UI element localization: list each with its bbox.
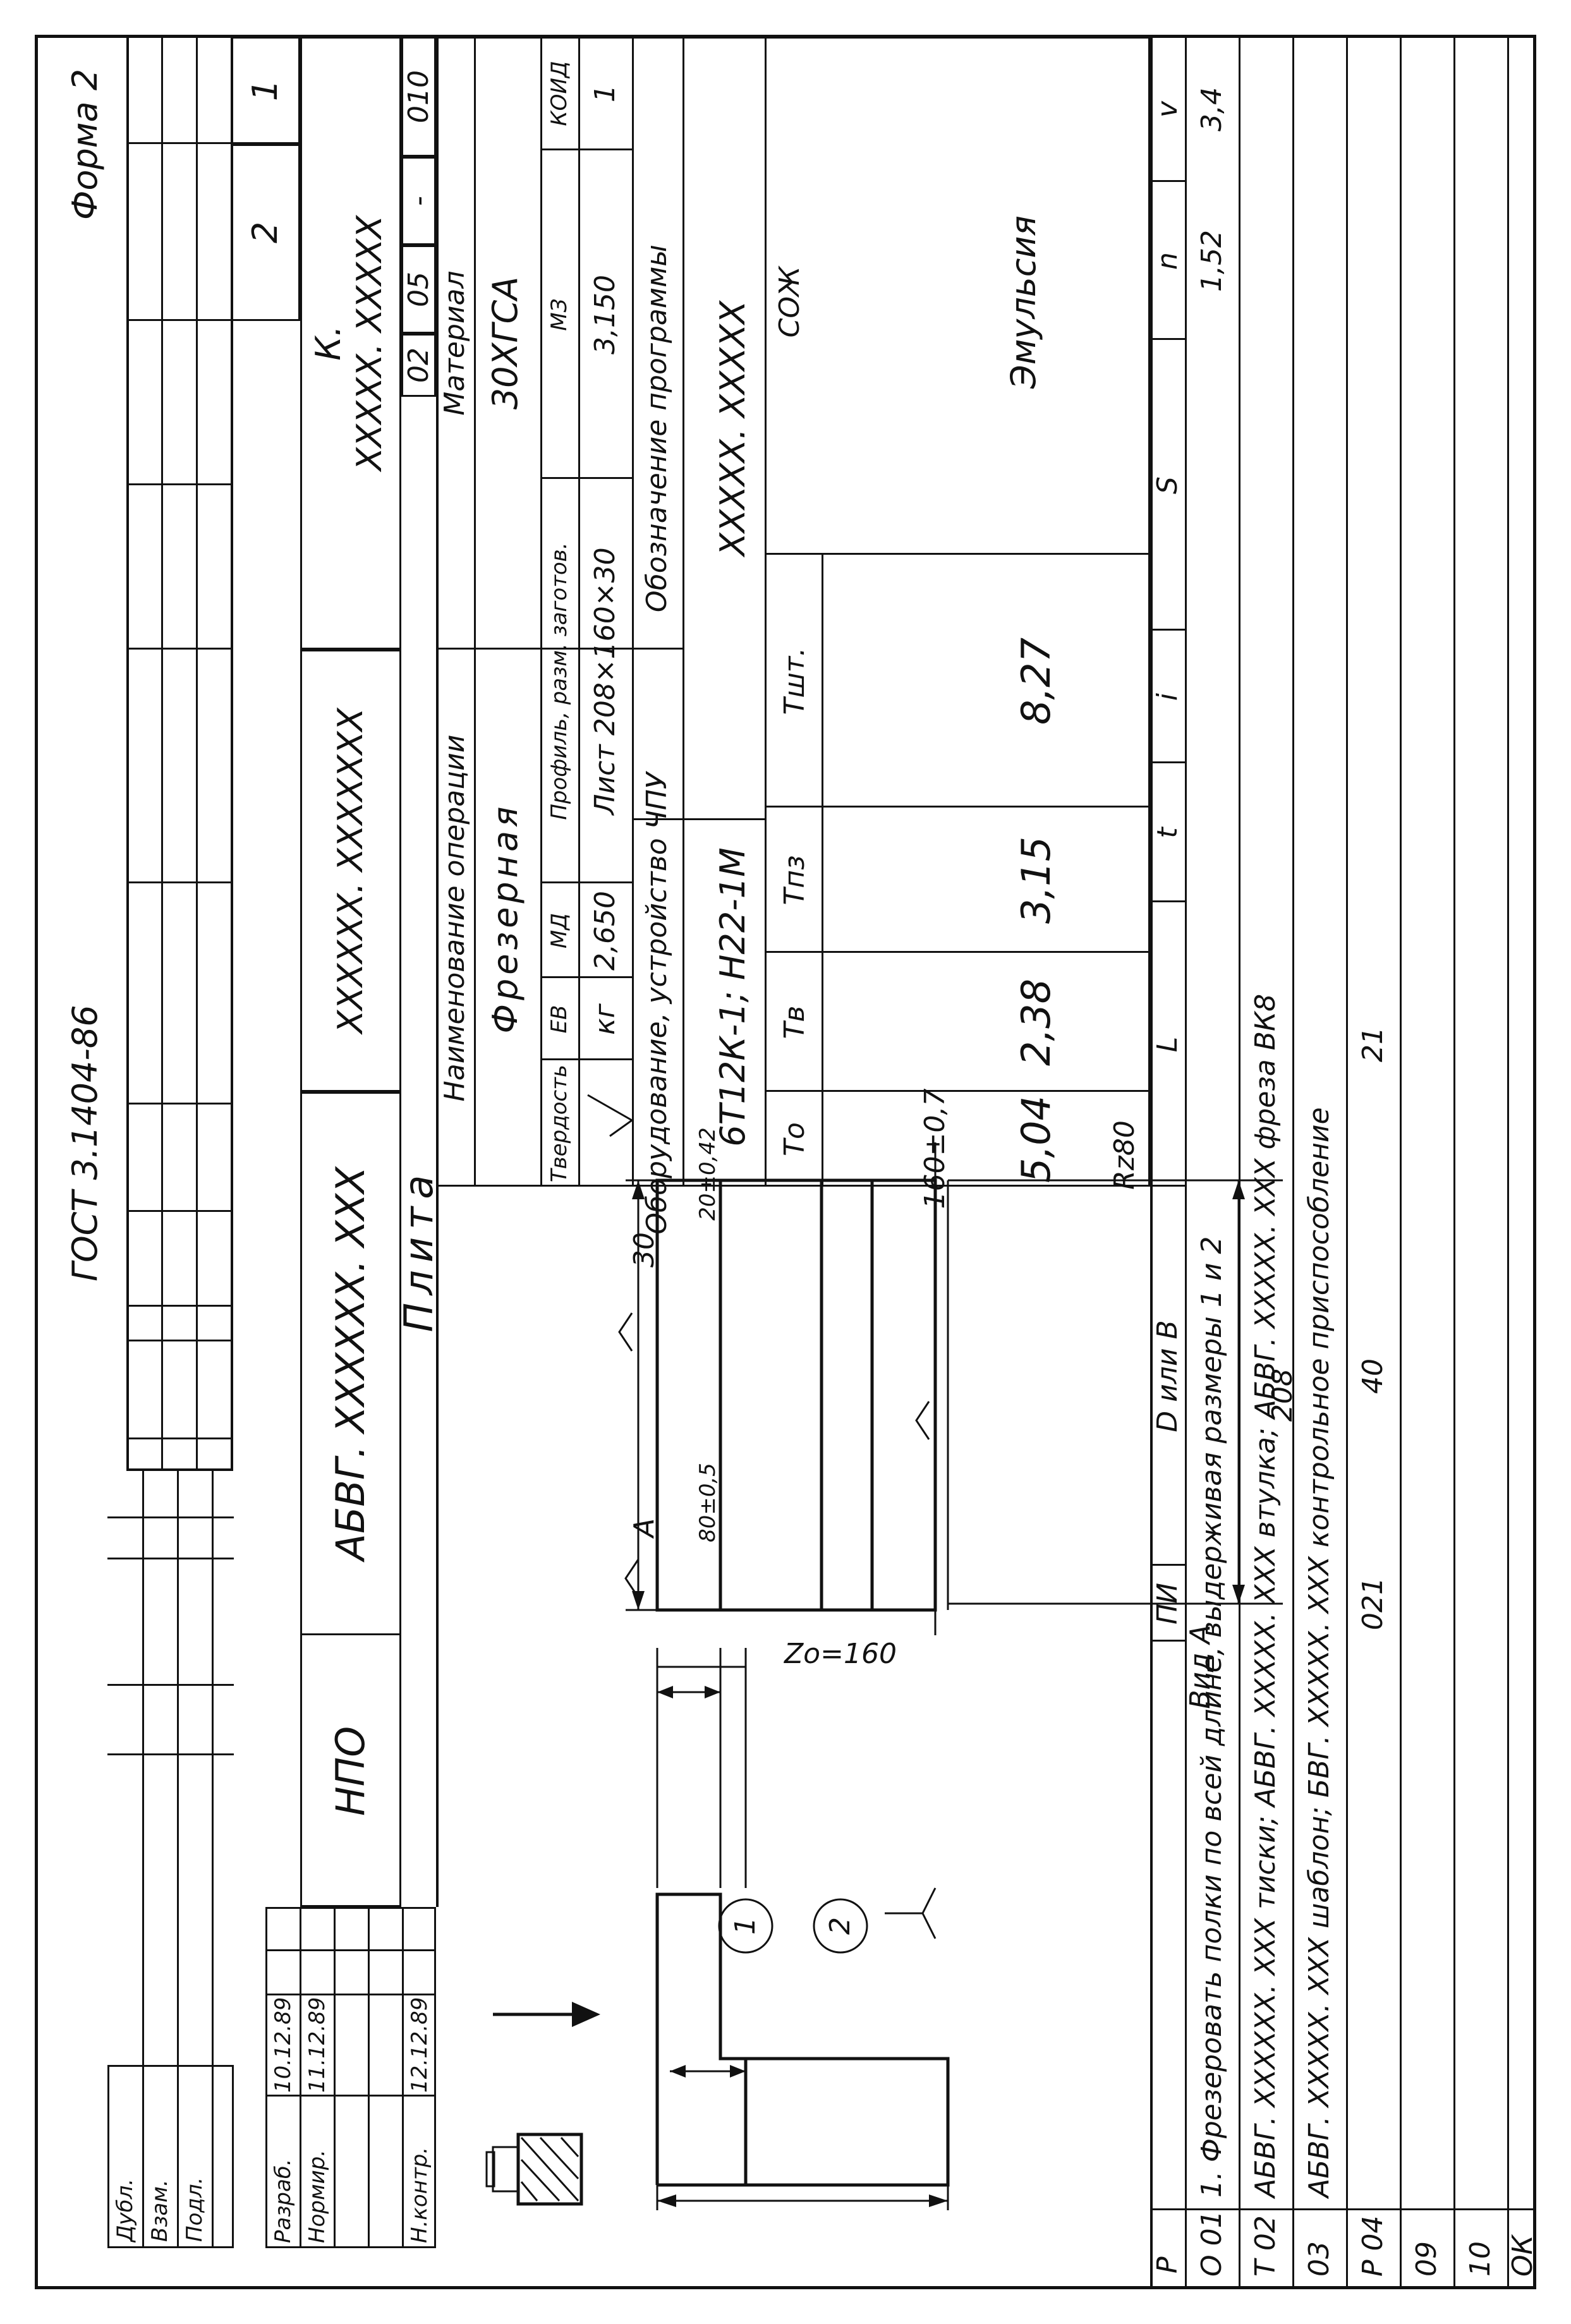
row-code: 10 (1464, 2241, 1496, 2277)
row-line (1507, 37, 1509, 2286)
dim-step: 80±0,5 (695, 1463, 720, 1542)
row-line (1150, 37, 1153, 2286)
bubble-1: 1 (729, 1917, 761, 1935)
param-l: L (1151, 1036, 1184, 1053)
row-text: АБВГ. XXXXX. XXX шаблон; БВГ. XXXXX. XXX… (1303, 1107, 1335, 2198)
row4-pi: 021 (1357, 1577, 1389, 1630)
row-code: ОК (1507, 2235, 1539, 2277)
row-vline (1150, 629, 1185, 631)
dim-view-h: 160±0,7 (919, 1088, 951, 1209)
dim-right-b: 20±0,42 (695, 1127, 720, 1221)
row-vline (1150, 1564, 1185, 1566)
row-line (1400, 37, 1402, 2286)
row-vline (1150, 761, 1185, 763)
roughness: Rz80 (1108, 1120, 1141, 1190)
row-line (1292, 37, 1294, 2286)
row-code: Р 04 (1357, 2215, 1389, 2277)
param-p: Р (1151, 2256, 1184, 2273)
row-code: О 01 (1196, 2210, 1228, 2277)
view-arrow-label: А (628, 1518, 660, 1538)
param-s: S (1151, 476, 1184, 494)
row-vline (1150, 1185, 1185, 1187)
param-pi: ПИ (1151, 1583, 1184, 1625)
row-line (1346, 37, 1348, 2286)
row-line (1239, 37, 1240, 2286)
row-line (1453, 37, 1455, 2286)
row-vline (1150, 338, 1185, 340)
row-code: 03 (1303, 2241, 1335, 2277)
row1-n: 1,52 (1196, 230, 1228, 292)
dim-total: Zо=160 (784, 1638, 897, 1670)
row-vline (1150, 1640, 1185, 1642)
param-n: n (1151, 252, 1184, 270)
row-text: 1. Фрезеровать полки по всей длине, выде… (1196, 1236, 1228, 2198)
row-code: 09 (1410, 2241, 1443, 2277)
param-d: D или В (1151, 1320, 1184, 1432)
param-t: t (1151, 827, 1184, 838)
row-code: Т 02 (1249, 2215, 1282, 2277)
row4-l: 21 (1357, 1027, 1389, 1062)
row-vline (1150, 180, 1185, 182)
param-i: i (1151, 693, 1184, 701)
row4-d: 40 (1357, 1359, 1389, 1394)
param-v: v (1151, 100, 1184, 118)
row-line (1185, 37, 1187, 2286)
bubble-2: 2 (824, 1917, 856, 1935)
row-vline (1150, 900, 1185, 902)
dim-right-a: 30 (628, 1232, 660, 1268)
row-text: АБВГ. XXXXXX. XXX тиски; АБВГ. XXXXX. XX… (1249, 993, 1282, 2198)
row1-v: 3,4 (1196, 87, 1228, 131)
